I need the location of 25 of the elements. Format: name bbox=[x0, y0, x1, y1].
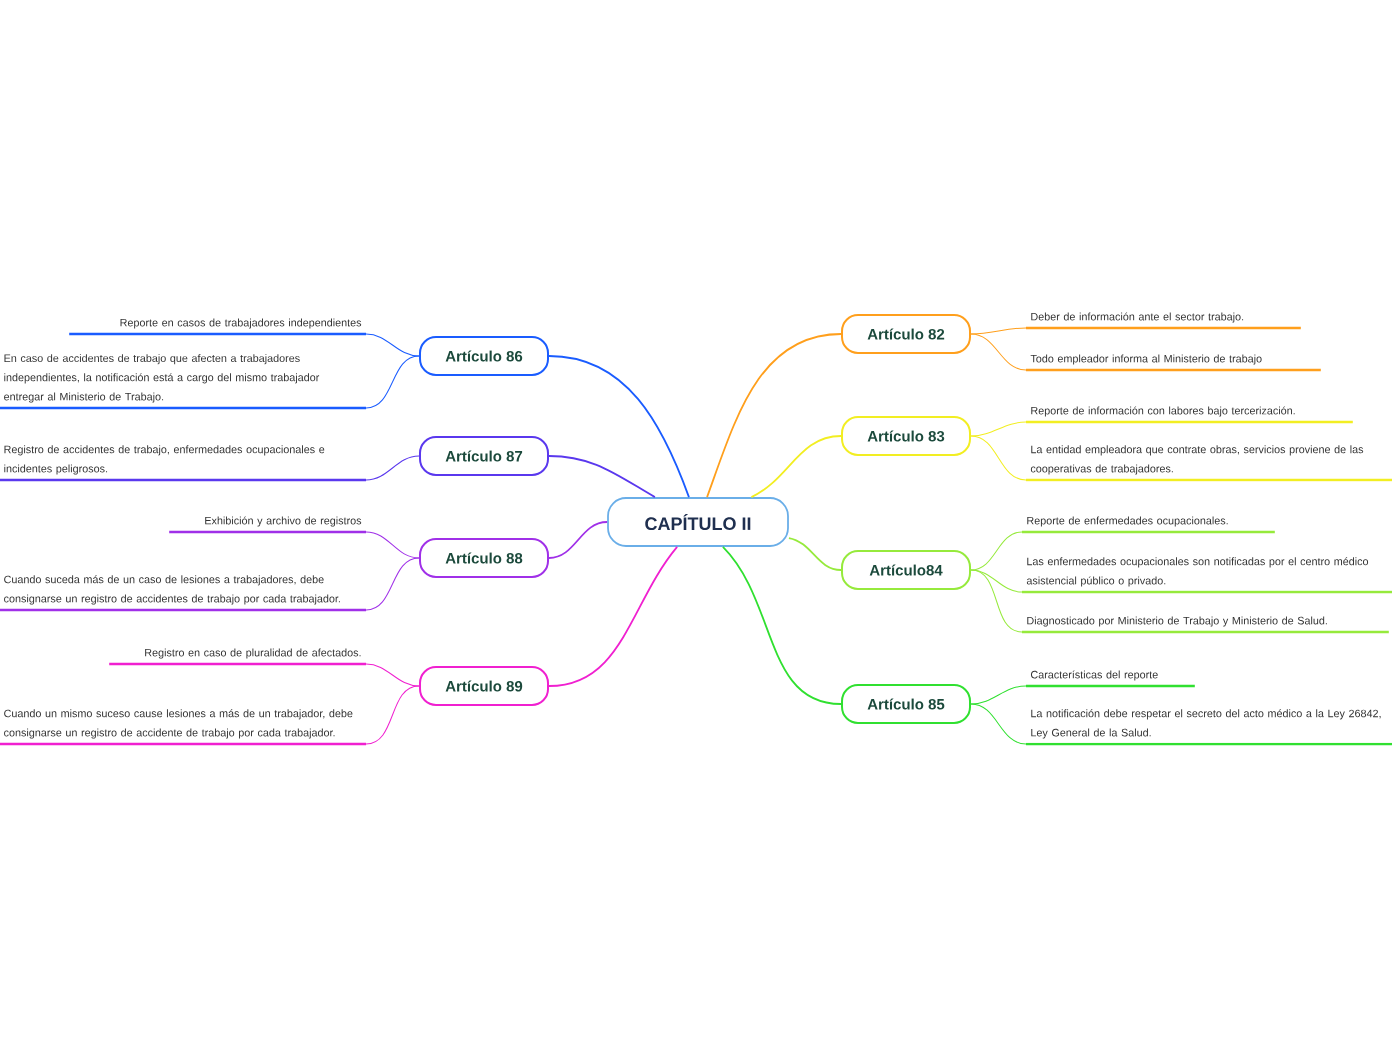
branch-line bbox=[365, 685, 420, 745]
branch-line bbox=[970, 421, 1027, 437]
branch-line bbox=[970, 435, 1027, 481]
branch-line bbox=[970, 333, 1027, 371]
branch-line bbox=[970, 569, 1023, 593]
branch-line bbox=[722, 546, 842, 705]
branch-line bbox=[548, 455, 656, 498]
branch-line bbox=[970, 703, 1027, 745]
branch-line bbox=[970, 327, 1027, 335]
branch-line bbox=[970, 531, 1023, 571]
branch-line bbox=[365, 455, 420, 481]
branch-line bbox=[970, 569, 1023, 633]
branch-line bbox=[750, 435, 842, 498]
branch-line bbox=[788, 537, 842, 571]
branch-line bbox=[365, 355, 420, 409]
branch-line bbox=[365, 531, 420, 559]
branch-line bbox=[365, 333, 420, 357]
branch-line bbox=[548, 355, 690, 498]
branch-line bbox=[706, 333, 842, 498]
branch-line bbox=[365, 663, 420, 687]
branch-line bbox=[548, 521, 608, 559]
branch-line bbox=[365, 557, 420, 611]
branch-line bbox=[548, 546, 678, 687]
central-topic-box: CAPÍTULO II bbox=[607, 497, 789, 547]
branch-line bbox=[970, 685, 1027, 705]
